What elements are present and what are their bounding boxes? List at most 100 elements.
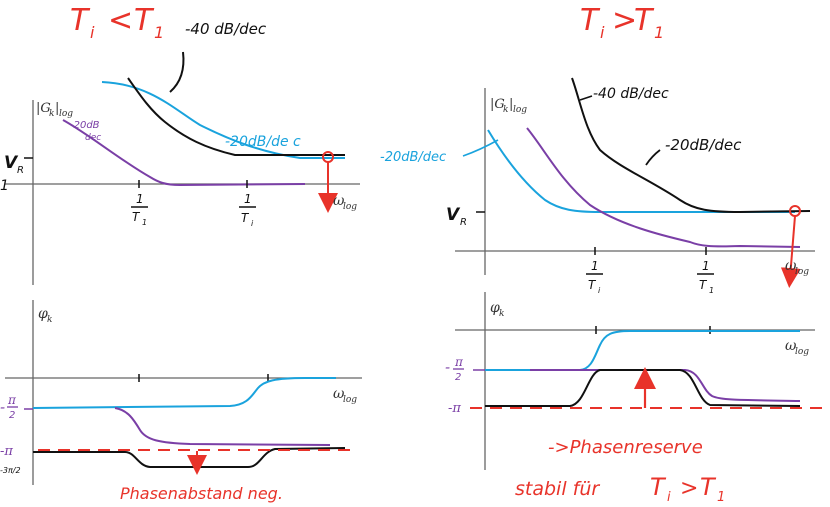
right-phase-axis-sub: k <box>499 309 504 319</box>
right-mag-axis-sub: k <box>503 105 508 115</box>
left-tick-2-den-sub: i <box>251 219 254 228</box>
left-tick-1-den-sub: 1 <box>142 218 147 227</box>
right-title: T i > T 1 <box>580 3 664 42</box>
right-mag-blue-curve <box>487 129 795 213</box>
left-tick-2-num: 1 <box>244 192 252 206</box>
right-slope-blue-label: -20dB/dec <box>380 150 446 165</box>
left-slope-purple-label-a: -20dB <box>70 120 100 131</box>
right-pi-half-num: π <box>454 355 464 369</box>
left-title-t1: T <box>134 3 155 38</box>
right-slope-black-label-2: -20dB/dec <box>665 136 742 154</box>
left-mag-omega-sub: log <box>343 202 357 212</box>
left-phase-omega-sub: log <box>343 395 357 405</box>
right-slope-black-pointer-1 <box>579 95 593 101</box>
right-mag-omega: ω <box>785 258 797 274</box>
right-mag-omega-sub: log <box>795 267 809 277</box>
right-pi-half-minus: - <box>445 360 450 376</box>
left-label-pi: -π <box>0 444 13 459</box>
right-note-2-ti-sub: i <box>667 490 671 505</box>
left-label-3pi-2: -3π/2 <box>0 466 21 475</box>
right-phase-omega-sub: log <box>795 347 809 357</box>
left-vr-label: V <box>4 153 19 173</box>
right-slope-blue-pointer <box>462 139 499 157</box>
left-panel: T i < T 1 -40 dB/dec |G k | log V R 1 -2… <box>0 3 362 503</box>
right-mag-axis-end: | <box>509 97 513 112</box>
left-title-ti: T <box>70 3 91 38</box>
left-phase-purple-curve <box>114 407 331 446</box>
left-mag-axis-text: |G <box>36 101 51 116</box>
left-mag-axis-log: log <box>59 109 73 119</box>
right-title-ti: T <box>580 3 601 38</box>
right-title-ti-sub: i <box>600 23 605 42</box>
left-tick-1-label: 1 T 1 <box>131 192 148 227</box>
right-title-t1-sub: 1 <box>654 23 664 42</box>
left-phase-axis-label: φ <box>38 306 48 322</box>
right-pi-half-den: 2 <box>455 372 461 383</box>
left-title-t1-sub: 1 <box>154 23 164 42</box>
right-label-pi: -π <box>448 401 461 416</box>
left-mag-axis-sub: k <box>49 109 54 119</box>
right-phase-blue-curve <box>485 330 800 371</box>
left-pi-half-den: 2 <box>9 410 15 421</box>
right-mag-black-curve <box>571 77 811 214</box>
right-tick-1-num: 1 <box>591 259 599 273</box>
left-phase-blue-curve <box>32 377 336 409</box>
left-tick-1-num: 1 <box>136 192 144 206</box>
left-slope-black-pointer <box>169 51 185 93</box>
right-title-rel: > <box>612 3 637 38</box>
right-mag-axis-label: |G k | log <box>490 97 527 115</box>
left-mag-purple-curve <box>62 119 306 187</box>
right-phase-omega: ω <box>785 338 797 354</box>
right-tick-1-den-sub: i <box>598 286 601 295</box>
right-note-1: ->Phasenreserve <box>548 437 703 458</box>
right-slope-black-pointer-2 <box>645 149 661 166</box>
right-slope-black-label-1: -40 dB/dec <box>593 86 669 102</box>
right-tick-2-label: 1 T 1 <box>697 259 714 295</box>
left-mag-axis-label: |G k | log <box>36 101 73 119</box>
right-tick-2-den-sub: 1 <box>709 286 714 295</box>
left-note: Phasenabstand neg. <box>120 484 283 503</box>
right-note-2-t1-sub: 1 <box>717 490 725 505</box>
right-note-2-text: stabil für <box>515 478 600 500</box>
right-tick-1-label: 1 T i <box>586 259 603 295</box>
right-crossover-arrow <box>780 215 801 288</box>
left-label-pi-half: - π 2 <box>0 393 18 421</box>
left-slope-purple-label-b: dec <box>85 133 101 143</box>
right-note-2-group: stabil für T i > T 1 <box>515 473 725 505</box>
left-slope-blue-label: -20dB/de c <box>225 134 301 150</box>
left-mag-blue-curve <box>101 81 345 159</box>
right-tick-1-den: T <box>588 278 597 292</box>
right-note-2-ti: T <box>650 473 667 501</box>
right-mag-axis-text: |G <box>490 97 505 112</box>
right-vr-sub: R <box>460 217 467 228</box>
left-pi-half-minus: - <box>0 400 5 416</box>
left-one-label: 1 <box>0 178 9 194</box>
left-title-ti-sub: i <box>90 23 95 42</box>
left-mag-black-curve <box>127 77 345 156</box>
left-vr-sub: R <box>17 165 24 176</box>
left-tick-2-den: T <box>241 211 250 225</box>
left-tick-1-den: T <box>132 210 141 224</box>
left-mag-axis-end: | <box>55 101 59 116</box>
left-phase-omega: ω <box>333 386 345 402</box>
right-phase-purple-curve <box>530 369 801 402</box>
right-note-2-t1: T <box>700 473 717 501</box>
right-note-2-rel: > <box>680 476 698 501</box>
right-mag-axis-log: log <box>513 105 527 115</box>
left-tick-2-label: 1 T i <box>239 192 256 228</box>
right-vr-label: V <box>446 205 461 225</box>
right-label-pi-half: - π 2 <box>445 355 464 383</box>
right-phase-axis-label: φ <box>490 300 500 316</box>
left-pi-half-num: π <box>7 393 17 407</box>
right-tick-2-num: 1 <box>702 259 710 273</box>
left-mag-omega: ω <box>333 193 345 209</box>
left-title: T i < T 1 <box>70 3 164 42</box>
right-panel: T i > T 1 |G k | log V R -40 dB/dec -20d… <box>380 3 826 505</box>
right-title-t1: T <box>634 3 655 38</box>
left-title-rel: < <box>108 3 133 38</box>
right-mag-purple-curve <box>526 127 801 248</box>
left-phase-axis-sub: k <box>47 315 52 325</box>
left-slope-black-label: -40 dB/dec <box>185 20 267 38</box>
right-tick-2-den: T <box>699 278 708 292</box>
